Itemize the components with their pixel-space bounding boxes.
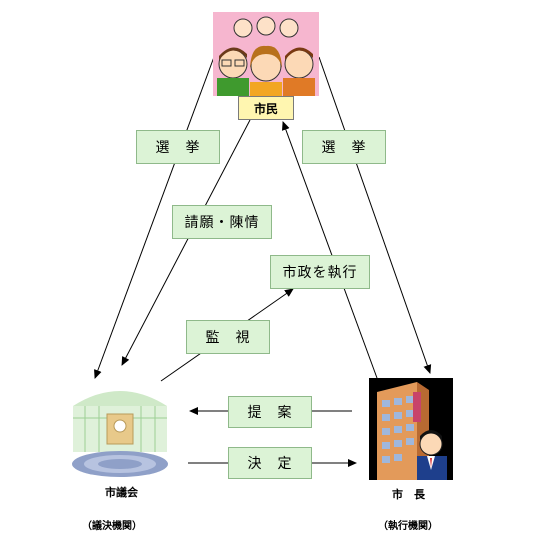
proposal-label: 提 案 bbox=[228, 396, 312, 428]
arrow-citizens-to-council-election bbox=[94, 56, 215, 379]
petition-label: 請願・陳情 bbox=[172, 205, 272, 239]
execute-label: 市政を執行 bbox=[270, 255, 370, 289]
mayor-label: 市 長 bbox=[392, 488, 425, 501]
election-left-label: 選 挙 bbox=[136, 130, 220, 164]
arrow-citizens-to-council-petition bbox=[121, 119, 251, 366]
arrow-mayor-to-citizens-execute bbox=[282, 121, 378, 379]
monitor-label: 監 視 bbox=[186, 320, 270, 354]
citizens-label: 市民 bbox=[238, 96, 294, 120]
arrow-citizens-to-mayor-election bbox=[318, 56, 432, 374]
election-right-label: 選 挙 bbox=[302, 130, 386, 164]
citizens-illustration bbox=[213, 12, 319, 96]
council-illustration bbox=[69, 382, 171, 478]
council-role: （議決機関） bbox=[82, 521, 142, 532]
mayor-illustration bbox=[369, 378, 453, 480]
council-label: 市議会 bbox=[105, 486, 138, 499]
mayor-role: （執行機関） bbox=[378, 521, 438, 532]
decision-label: 決 定 bbox=[228, 447, 312, 479]
